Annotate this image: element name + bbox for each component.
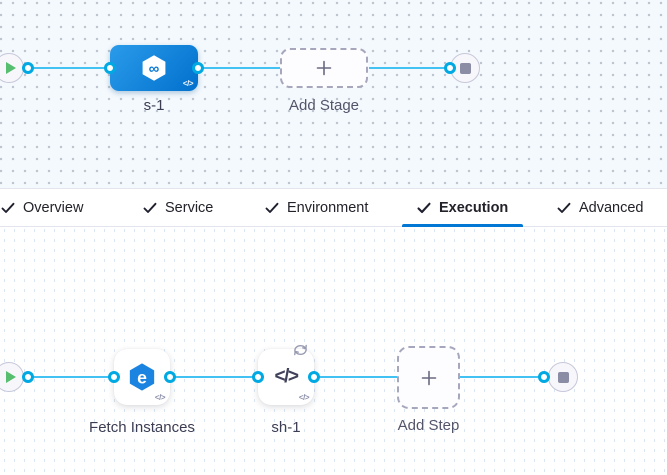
stop-icon <box>459 62 471 74</box>
svg-text:∞: ∞ <box>149 61 160 78</box>
play-icon <box>5 371 16 383</box>
connector-line <box>28 376 397 378</box>
harness-cd-hexagon-infinity-icon: ∞ <box>142 55 166 81</box>
connector-port <box>104 62 116 74</box>
connector-port <box>252 371 264 383</box>
tab-label: Execution <box>439 199 509 216</box>
tab-label: Overview <box>23 199 84 216</box>
add-step-label: Add Step <box>397 417 460 434</box>
check-icon <box>265 202 279 213</box>
tab-label: Environment <box>287 199 369 216</box>
stop-icon <box>557 371 569 383</box>
loop-icon <box>294 344 307 356</box>
play-icon <box>5 62 16 74</box>
elastigroup-hexagon-icon: e <box>129 363 155 391</box>
code-icon: </> <box>154 393 166 402</box>
plus-icon <box>316 60 332 76</box>
connector-port <box>444 62 456 74</box>
shell-script-code-icon: </> <box>274 366 299 387</box>
add-step-button[interactable] <box>397 346 460 409</box>
step-node-sh1[interactable]: </> </> <box>258 349 314 405</box>
plus-icon <box>421 370 436 385</box>
tab-label: Service <box>165 199 214 216</box>
tab-advanced[interactable]: Advanced <box>557 189 644 226</box>
pipeline-start-node <box>0 53 24 83</box>
pipeline-tabbar: Overview Service Environment Execution A… <box>0 188 667 227</box>
tab-service[interactable]: Service <box>143 189 213 226</box>
execution-graph-canvas: e </> Fetch Instances </> </> sh-1 Add S… <box>0 227 667 475</box>
execution-start-node <box>0 362 24 392</box>
step-node-fetch-instances[interactable]: e </> <box>114 349 170 405</box>
connector-port <box>22 371 34 383</box>
connector-port <box>538 371 550 383</box>
connector-port <box>192 62 204 74</box>
stage-graph-canvas: ∞ </> s-1 Add Stage <box>0 0 667 188</box>
tab-execution[interactable]: Execution <box>417 189 508 226</box>
step-label: sh-1 <box>271 419 301 436</box>
tab-overview[interactable]: Overview <box>1 189 83 226</box>
connector-port <box>108 371 120 383</box>
active-tab-indicator <box>402 224 523 227</box>
check-icon <box>143 202 157 213</box>
step-label: Fetch Instances <box>89 419 195 436</box>
svg-text:e: e <box>137 367 147 387</box>
add-stage-label: Add Stage <box>288 97 360 114</box>
check-icon <box>417 202 431 213</box>
execution-end-node <box>548 362 578 392</box>
add-stage-button[interactable] <box>280 48 368 88</box>
code-icon: </> <box>298 393 310 402</box>
connector-port <box>164 371 176 383</box>
connector-port <box>308 371 320 383</box>
tab-label: Advanced <box>579 199 644 216</box>
check-icon <box>1 202 15 213</box>
connector-port <box>22 62 34 74</box>
connector-line <box>460 376 544 378</box>
tab-environment[interactable]: Environment <box>265 189 368 226</box>
connector-line <box>369 67 450 69</box>
stage-label: s-1 <box>143 97 165 114</box>
stage-node-s1[interactable]: ∞ </> <box>110 45 198 91</box>
check-icon <box>557 202 571 213</box>
code-icon: </> <box>182 79 194 88</box>
